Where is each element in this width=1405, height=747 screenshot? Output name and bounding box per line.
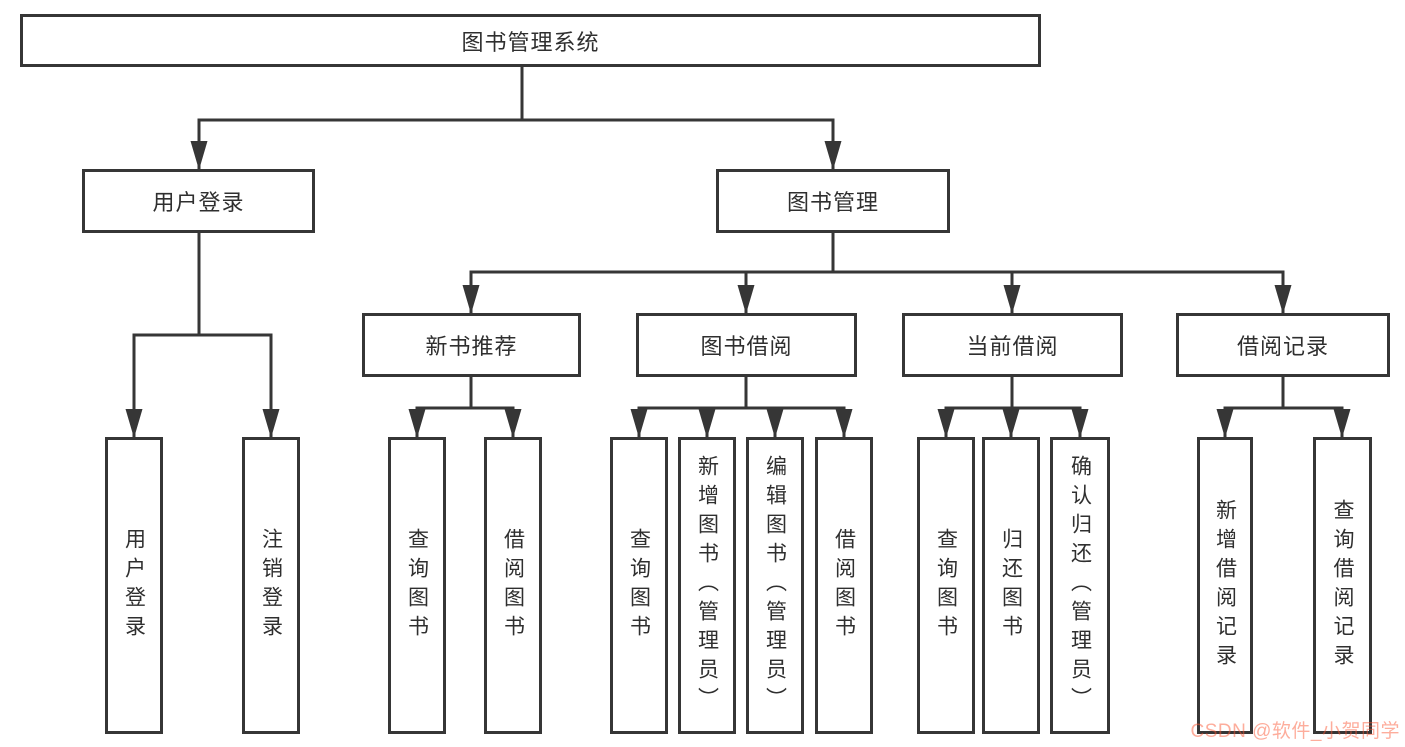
leaf-logout-label: 注销登录: [259, 527, 283, 644]
node-current-borrow-label: 当前借阅: [966, 334, 1059, 359]
leaf-return-book-label: 归还图书: [999, 527, 1023, 644]
leaf-recommend-borrow-book-label: 借阅图书: [501, 527, 525, 644]
node-root: 图书管理系统: [20, 14, 1041, 67]
leaf-add-borrow-record-label: 新增借阅记录: [1213, 498, 1237, 673]
leaf-current-query-book-label: 查询图书: [934, 527, 958, 644]
leaf-recommend-query-book: 查询图书: [388, 437, 446, 734]
leaf-user-login-label: 用户登录: [122, 527, 146, 644]
node-current-borrow: 当前借阅: [902, 313, 1123, 377]
node-borrow-record-label: 借阅记录: [1236, 334, 1329, 359]
leaf-recommend-borrow-book: 借阅图书: [484, 437, 542, 734]
node-new-book-recommend: 新书推荐: [362, 313, 581, 377]
leaf-borrow-book-label: 借阅图书: [832, 527, 856, 644]
csdn-watermark: CSDN @软件_小贺同学: [1190, 721, 1400, 742]
node-book-borrow-label: 图书借阅: [700, 334, 793, 359]
leaf-borrow-query-book: 查询图书: [610, 437, 668, 734]
node-borrow-record: 借阅记录: [1176, 313, 1390, 377]
node-book-management-label: 图书管理: [786, 190, 879, 215]
leaf-confirm-return-admin: 确认归还（管理员）: [1050, 437, 1110, 734]
leaf-edit-book-admin-label: 编辑图书（管理员）: [763, 455, 787, 716]
node-user-login-label: 用户登录: [152, 190, 245, 215]
leaf-add-book-admin-label: 新增图书（管理员）: [695, 455, 719, 716]
node-new-book-recommend-label: 新书推荐: [425, 334, 518, 359]
leaf-query-borrow-record: 查询借阅记录: [1313, 437, 1372, 734]
leaf-borrow-book: 借阅图书: [815, 437, 873, 734]
leaf-borrow-query-book-label: 查询图书: [627, 527, 651, 644]
leaf-return-book: 归还图书: [982, 437, 1040, 734]
leaf-query-borrow-record-label: 查询借阅记录: [1331, 498, 1354, 673]
leaf-add-borrow-record: 新增借阅记录: [1197, 437, 1253, 734]
leaf-recommend-query-book-label: 查询图书: [405, 527, 429, 644]
connectors-group: [125, 67, 1351, 438]
leaf-logout: 注销登录: [242, 437, 300, 734]
node-book-borrow: 图书借阅: [636, 313, 857, 377]
leaf-confirm-return-admin-label: 确认归还（管理员）: [1068, 455, 1092, 716]
node-book-management: 图书管理: [716, 169, 950, 233]
node-root-label: 图书管理系统: [461, 29, 600, 55]
leaf-edit-book-admin: 编辑图书（管理员）: [746, 437, 804, 734]
leaf-user-login: 用户登录: [105, 437, 163, 734]
leaf-current-query-book: 查询图书: [917, 437, 975, 734]
node-user-login: 用户登录: [82, 169, 315, 233]
leaf-add-book-admin: 新增图书（管理员）: [678, 437, 736, 734]
